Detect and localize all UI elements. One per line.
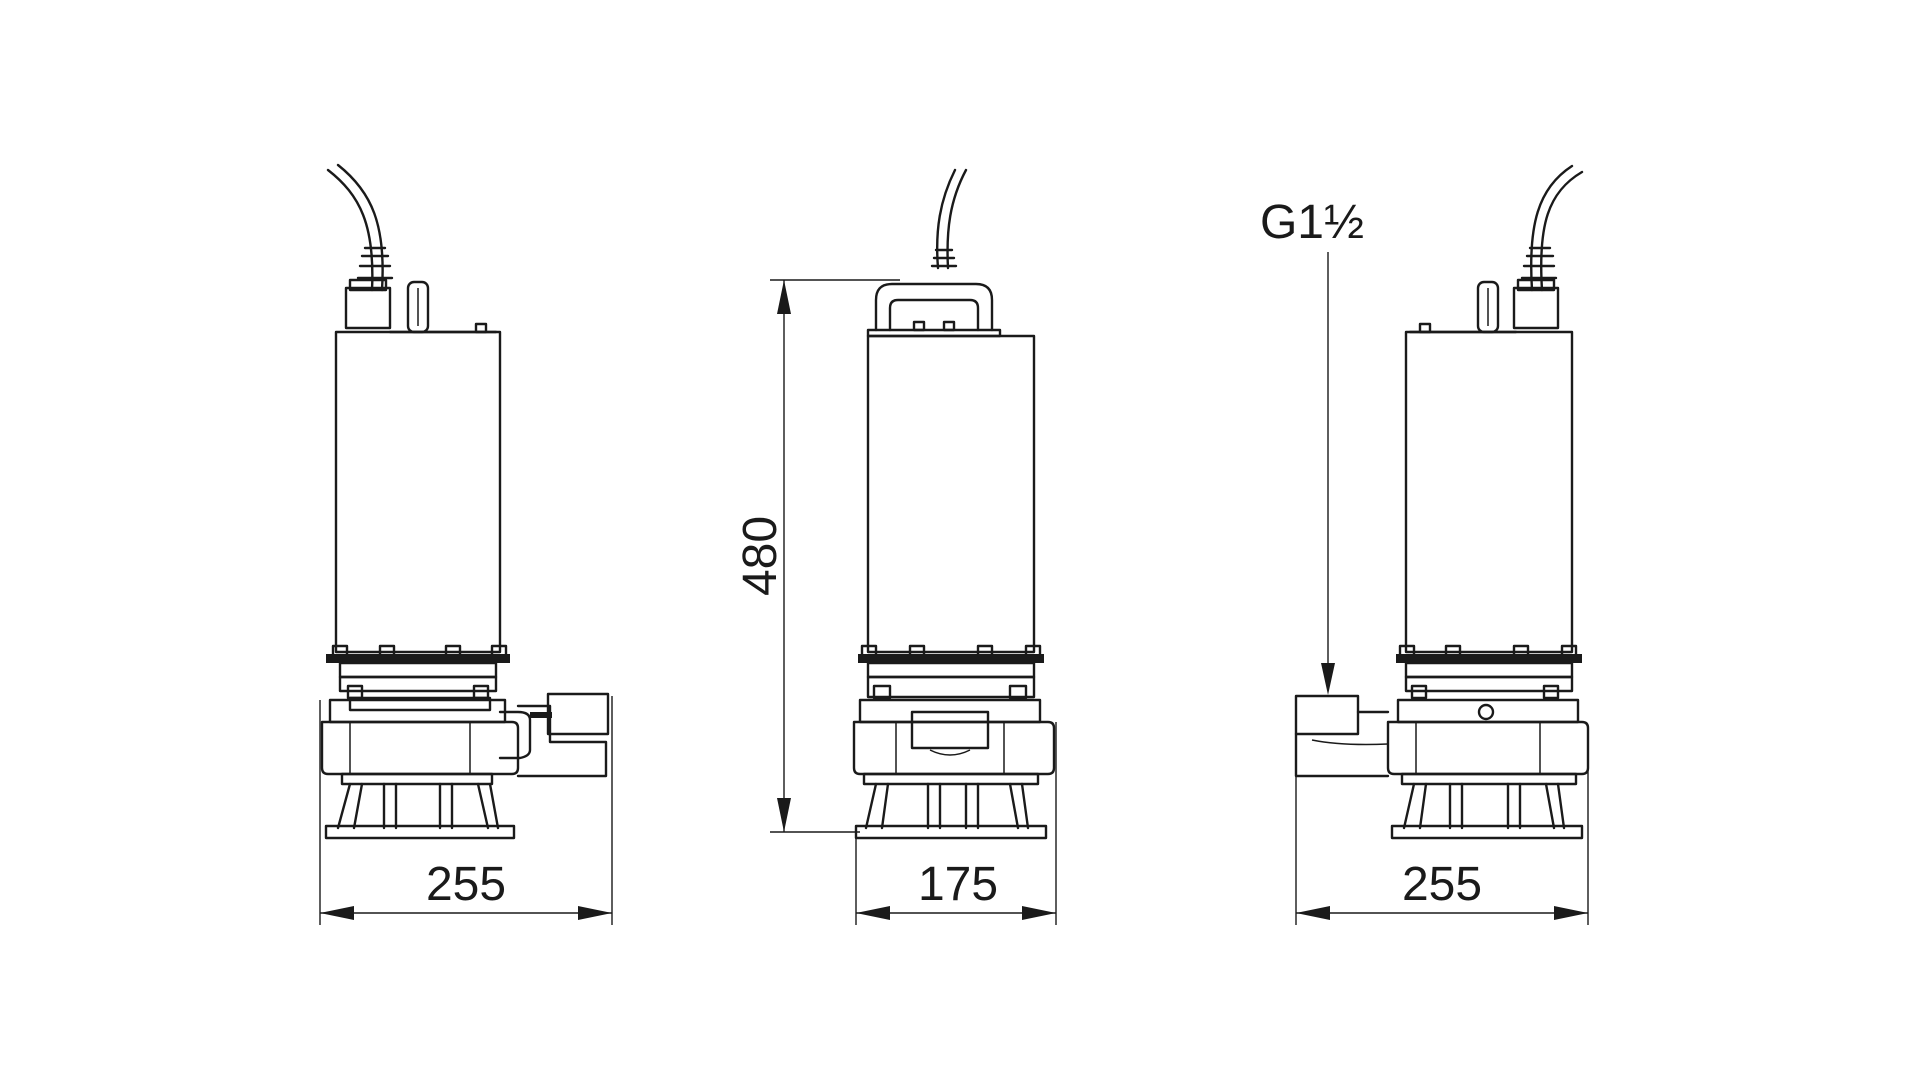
- motor-housing: [334, 330, 502, 654]
- lifting-handle: [874, 282, 994, 332]
- clamp-flange: [326, 644, 510, 679]
- outlet-callout: G1½: [1260, 196, 1364, 695]
- width-dimension-left: 255: [319, 696, 613, 925]
- clamp-flange: [1396, 644, 1582, 679]
- cable: [1540, 170, 1584, 292]
- discharge-outlet: [1294, 694, 1390, 778]
- width-label-center: 175: [918, 858, 998, 911]
- cable: [935, 168, 957, 270]
- front-view: [852, 168, 1056, 840]
- left-side-view: [320, 163, 610, 840]
- pump-housing: [852, 675, 1056, 786]
- motor-housing: [1404, 330, 1574, 654]
- width-label-right: 255: [1402, 858, 1482, 911]
- width-label-left: 255: [426, 858, 506, 911]
- cable-gland: [1512, 246, 1560, 330]
- height-label: 480: [734, 516, 787, 596]
- width-dimension-right: 255: [1295, 730, 1589, 925]
- motor-housing: [866, 334, 1036, 654]
- cable-gland: [930, 248, 958, 268]
- pump-stand: [1390, 782, 1584, 840]
- cable-outline: [336, 163, 384, 292]
- width-dimension-center: 175: [855, 722, 1057, 925]
- pump-stand: [854, 782, 1048, 840]
- right-side-view: [1294, 164, 1590, 840]
- cable-gland: [344, 246, 394, 330]
- pump-stand: [324, 782, 516, 840]
- discharge-outlet: [498, 692, 610, 778]
- pump-housing: [320, 675, 520, 786]
- pump-housing: [1386, 675, 1590, 786]
- height-dimension: 480: [734, 279, 900, 833]
- clamp-flange: [858, 644, 1044, 679]
- cable: [326, 168, 374, 292]
- outlet-thread-label: G1½: [1260, 196, 1364, 249]
